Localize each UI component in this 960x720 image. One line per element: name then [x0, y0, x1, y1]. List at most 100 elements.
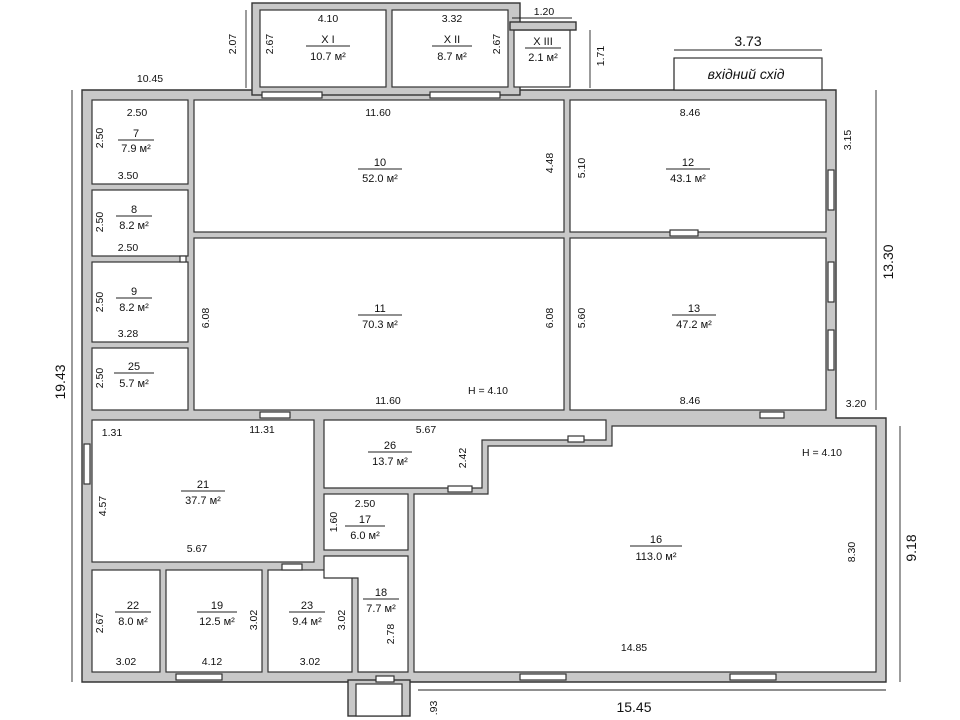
room-25 [91, 347, 189, 411]
room-26-area: 13.7 м² [372, 456, 408, 468]
svg-text:11.31: 11.31 [249, 424, 275, 436]
svg-text:2.50: 2.50 [94, 128, 106, 149]
room-13 [569, 237, 827, 411]
svg-text:1.20: 1.20 [534, 6, 555, 18]
room-22 [91, 569, 161, 673]
room-12-num: 12 [682, 157, 694, 169]
svg-text:8.30: 8.30 [846, 542, 858, 563]
room-7 [91, 99, 189, 185]
svg-text:2.50: 2.50 [94, 212, 106, 233]
room-XIII-num: X III [533, 36, 553, 48]
svg-text:2.50: 2.50 [355, 498, 376, 510]
svg-text:2.78: 2.78 [385, 624, 397, 645]
room-XII-num: X II [444, 34, 461, 46]
room-13-area: 47.2 м² [676, 319, 712, 331]
svg-text:6.08: 6.08 [200, 308, 212, 329]
svg-text:15.45: 15.45 [616, 699, 651, 715]
svg-text:3.20: 3.20 [846, 398, 867, 410]
svg-text:4.12: 4.12 [202, 656, 223, 668]
room-11-area: 70.3 м² [362, 319, 398, 331]
svg-text:3.02: 3.02 [336, 610, 348, 631]
height-label-11: H = 4.10 [468, 385, 508, 397]
room-10-area: 52.0 м² [362, 173, 398, 185]
svg-text:5.67: 5.67 [187, 543, 208, 555]
svg-text:2.67: 2.67 [491, 34, 503, 55]
room-11-num: 11 [374, 303, 385, 315]
entrance-label: вхідний схід [708, 66, 785, 82]
room-9-area: 8.2 м² [119, 302, 149, 314]
svg-text:3.15: 3.15 [842, 130, 854, 151]
room-XII [391, 9, 509, 88]
svg-text:11.60: 11.60 [375, 395, 401, 407]
room-XI-area: 10.7 м² [310, 51, 346, 63]
svg-text:2.50: 2.50 [94, 292, 106, 313]
room-18-area: 7.7 м² [366, 603, 396, 615]
svg-text:11.60: 11.60 [365, 107, 391, 119]
room-22-num: 22 [127, 600, 139, 612]
svg-text:2.50: 2.50 [94, 368, 106, 389]
room-10 [193, 99, 565, 233]
room-8 [91, 189, 189, 257]
svg-text:5.67: 5.67 [416, 424, 437, 436]
svg-text:2.67: 2.67 [94, 613, 106, 634]
room-7-area: 7.9 м² [121, 143, 151, 155]
room-XIII-area: 2.1 м² [528, 52, 558, 64]
room-23 [267, 569, 353, 673]
room-22-area: 8.0 м² [118, 616, 148, 628]
svg-text:14.85: 14.85 [621, 642, 647, 654]
room-19-num: 19 [211, 600, 223, 612]
svg-text:3.02: 3.02 [300, 656, 321, 668]
room-XI [259, 9, 387, 88]
svg-text:3.73: 3.73 [734, 33, 761, 49]
room-XII-area: 8.7 м² [437, 51, 467, 63]
svg-text:.93: .93 [428, 701, 440, 716]
room-12 [569, 99, 827, 233]
svg-text:4.48: 4.48 [544, 153, 556, 174]
room-12-area: 43.1 м² [670, 173, 706, 185]
room-19-area: 12.5 м² [199, 616, 235, 628]
svg-text:2.42: 2.42 [457, 448, 469, 469]
room-9-num: 9 [131, 286, 137, 298]
room-XI-num: X I [321, 34, 334, 46]
svg-text:1.71: 1.71 [595, 46, 607, 67]
room-labels: 7 7.9 м² 8 8.2 м² 9 8.2 м² 25 5.7 м² 10 … [114, 34, 842, 628]
room-9 [91, 261, 189, 343]
svg-text:3.28: 3.28 [118, 328, 139, 340]
svg-text:10.45: 10.45 [137, 73, 163, 85]
svg-text:5.60: 5.60 [576, 308, 588, 329]
openings [83, 91, 835, 683]
room-13-num: 13 [688, 303, 700, 315]
svg-text:8.46: 8.46 [680, 395, 701, 407]
svg-text:3.50: 3.50 [118, 170, 139, 182]
dimension-lines [71, 10, 901, 691]
room-11 [193, 237, 565, 411]
room-17 [323, 493, 409, 551]
svg-text:9.18: 9.18 [903, 534, 919, 561]
room-21-num: 21 [197, 479, 209, 491]
room-25-area: 5.7 м² [119, 378, 149, 390]
svg-text:2.50: 2.50 [127, 107, 148, 119]
svg-text:4.10: 4.10 [318, 13, 339, 25]
svg-text:2.67: 2.67 [264, 34, 276, 55]
svg-text:19.43: 19.43 [52, 364, 68, 399]
room-10-num: 10 [374, 157, 386, 169]
room-18-num: 18 [375, 587, 387, 599]
room-16 [413, 425, 877, 673]
room-16-num: 16 [650, 534, 662, 546]
room-7-num: 7 [133, 128, 139, 140]
svg-text:8.46: 8.46 [680, 107, 701, 119]
room-25-num: 25 [128, 361, 140, 373]
svg-text:3.02: 3.02 [116, 656, 137, 668]
svg-text:4.57: 4.57 [97, 496, 109, 517]
room-XIII [513, 29, 571, 88]
svg-text:5.10: 5.10 [576, 158, 588, 179]
svg-text:2.50: 2.50 [118, 242, 139, 254]
room-26 [323, 419, 607, 489]
room-8-num: 8 [131, 204, 137, 216]
room-23-num: 23 [301, 600, 313, 612]
room-26-num: 26 [384, 440, 396, 452]
room-23-area: 9.4 м² [292, 616, 322, 628]
room-17-area: 6.0 м² [350, 530, 380, 542]
height-label-16: H = 4.10 [802, 447, 842, 459]
